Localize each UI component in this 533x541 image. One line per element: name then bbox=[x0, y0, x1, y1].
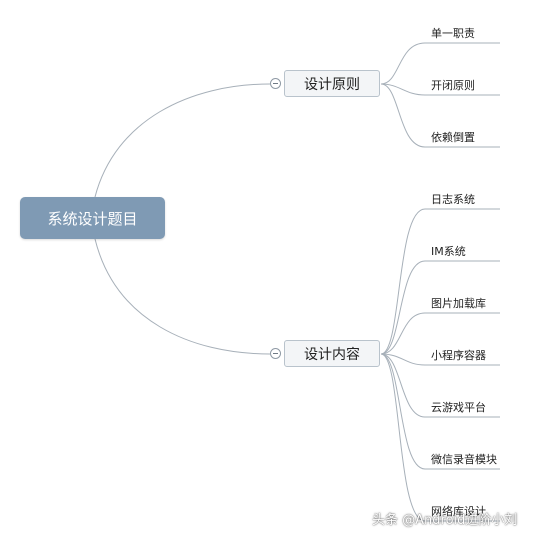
branch-topic-principles[interactable]: 设计原则 bbox=[284, 70, 380, 97]
leaf-topic[interactable]: 微信录音模块 bbox=[431, 453, 497, 466]
leaf-topic[interactable]: 日志系统 bbox=[431, 193, 475, 206]
leaf-topic[interactable]: IM系统 bbox=[431, 245, 466, 258]
root-topic[interactable]: 系统设计题目 bbox=[20, 197, 165, 239]
link-principles-leaf-1 bbox=[380, 42, 426, 85]
leaf-topic[interactable]: 小程序容器 bbox=[431, 349, 486, 362]
link-content-leaf-4 bbox=[380, 353, 426, 366]
collapse-toggle-icon[interactable] bbox=[270, 348, 281, 359]
link-content-leaf-6 bbox=[380, 353, 426, 470]
link-content-leaf-2 bbox=[380, 260, 426, 355]
leaf-topic[interactable]: 云游戏平台 bbox=[431, 401, 486, 414]
leaf-topic[interactable]: 单一职责 bbox=[431, 27, 475, 40]
leaf-topic[interactable]: 依赖倒置 bbox=[431, 131, 475, 144]
link-content-leaf-5 bbox=[380, 353, 426, 418]
link-content-leaf-7 bbox=[380, 353, 426, 522]
link-content-leaf-3 bbox=[380, 312, 426, 355]
watermark-text: 头条 @Android进阶小刘 bbox=[372, 513, 518, 528]
branch-topic-label: 设计内容 bbox=[304, 346, 360, 363]
root-topic-label: 系统设计题目 bbox=[47, 209, 138, 228]
link-root-principles bbox=[94, 83, 271, 198]
link-principles-leaf-2 bbox=[380, 83, 426, 96]
collapse-toggle-icon[interactable] bbox=[270, 78, 281, 89]
branch-topic-content[interactable]: 设计内容 bbox=[284, 340, 380, 367]
leaf-topic[interactable]: 网络库设计 bbox=[431, 505, 486, 518]
branch-topic-label: 设计原则 bbox=[304, 76, 360, 93]
leaf-topic[interactable]: 开闭原则 bbox=[431, 79, 475, 92]
link-content-leaf-1 bbox=[380, 208, 426, 355]
leaf-topic[interactable]: 图片加载库 bbox=[431, 297, 486, 310]
link-principles-leaf-3 bbox=[380, 83, 426, 148]
link-root-content bbox=[94, 238, 271, 355]
